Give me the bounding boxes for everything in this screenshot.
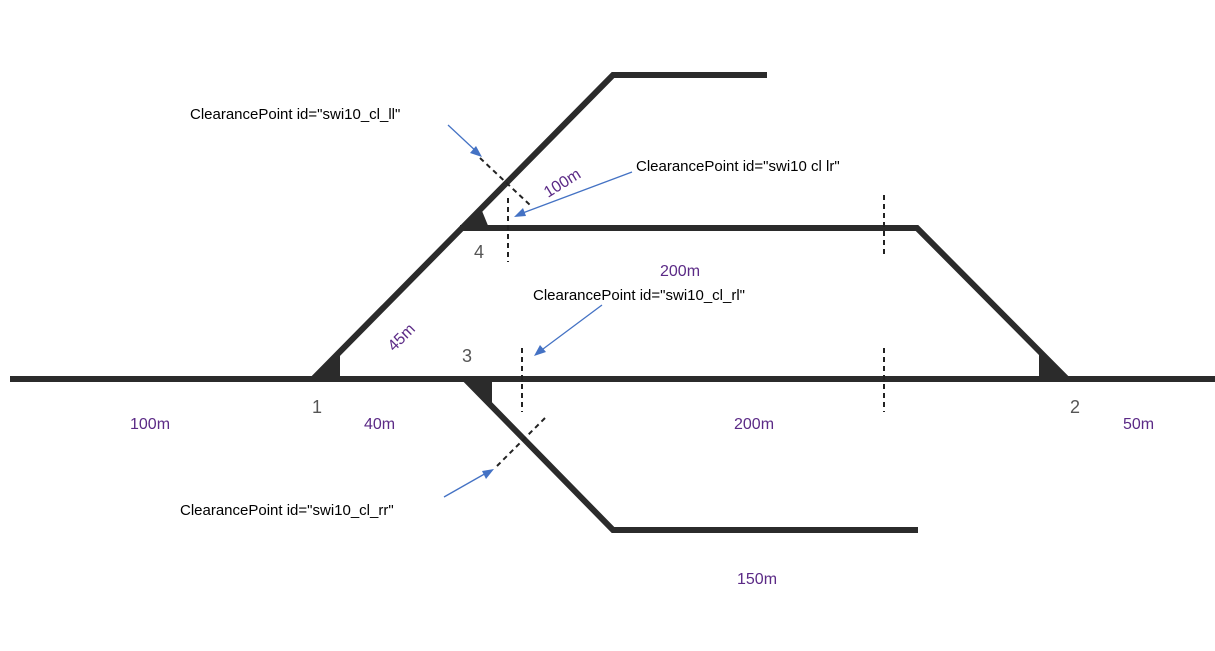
- switch-4-frog: [460, 206, 489, 228]
- length-upper-track: 200m: [660, 263, 700, 280]
- length-lower-branch: 150m: [737, 571, 777, 588]
- length-main-mid: 40m: [364, 416, 395, 433]
- upper-siding: [460, 225, 1070, 382]
- node-label-3: 3: [462, 346, 472, 366]
- callout-arrow-rl: [538, 304, 603, 353]
- switch-2-frog: [1039, 350, 1067, 379]
- callout-arrowhead-rl: [534, 345, 546, 356]
- node-label-4: 4: [474, 242, 484, 262]
- callout-arrowhead-rr: [482, 469, 494, 479]
- callout-arrow-lr: [519, 171, 633, 215]
- node-label-1: 1: [312, 397, 322, 417]
- callout-arrow-ll: [447, 124, 479, 154]
- length-diagonal-lower: 45m: [385, 321, 419, 355]
- clearance-marker-ll: [479, 157, 531, 206]
- clearance-marker-rr: [496, 417, 546, 467]
- callout-text-ll: ClearancePoint id="swi10_cl_ll": [190, 106, 400, 123]
- switch-3-frog: [465, 379, 492, 410]
- callout-text-lr: ClearancePoint id="swi10 cl lr": [636, 158, 840, 175]
- diagonal-upper-branch: [310, 72, 767, 382]
- lower-branch: [462, 376, 918, 533]
- callout-text-rl: ClearancePoint id="swi10_cl_rl": [533, 287, 745, 304]
- length-diagonal-upper: 100m: [541, 166, 584, 202]
- callout-arrowhead-lr: [514, 208, 526, 217]
- length-main-left: 100m: [130, 416, 170, 433]
- node-label-2: 2: [1070, 397, 1080, 417]
- length-main-center: 200m: [734, 416, 774, 433]
- length-main-right: 50m: [1123, 416, 1154, 433]
- callout-arrowhead-ll: [470, 146, 482, 157]
- callout-text-rr: ClearancePoint id="swi10_cl_rr": [180, 502, 394, 519]
- switch-1-frog: [313, 350, 340, 379]
- callout-arrow-rr: [443, 471, 489, 498]
